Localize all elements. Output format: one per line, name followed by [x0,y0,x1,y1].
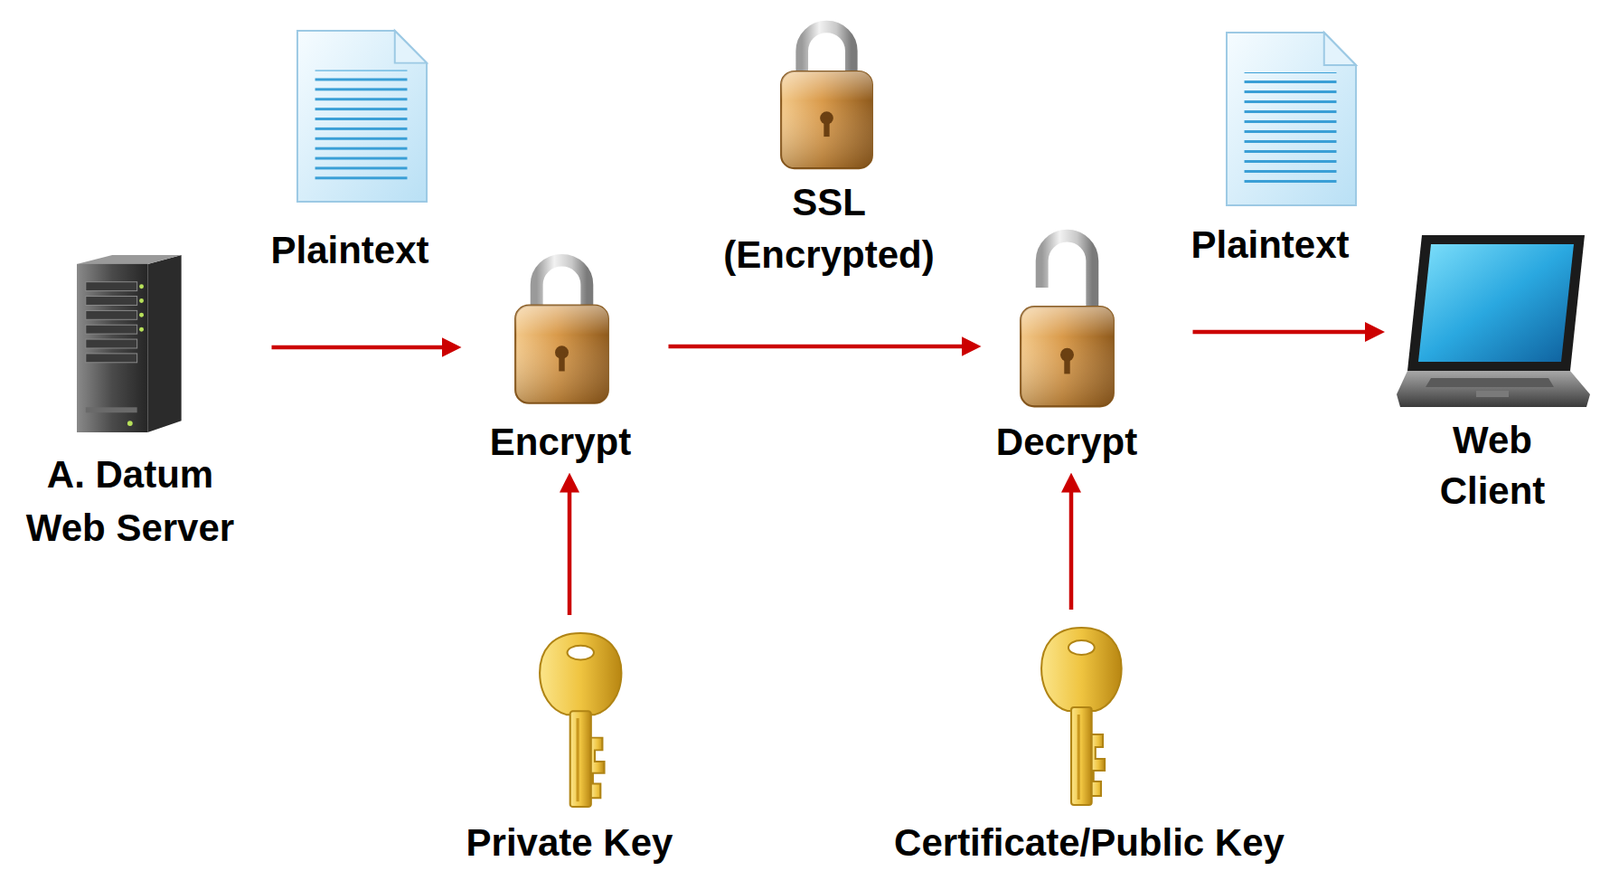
plaintext-document [297,30,427,202]
node-label: Decrypt [995,417,1139,468]
plaintext-label: Plaintext [269,225,431,276]
plaintext-document [1226,32,1356,206]
node-label: Private Key [465,820,675,865]
arrow-connector [567,490,573,615]
encrypt-step: Encrypt [489,243,633,468]
arrow-connector [1193,329,1368,335]
ssl-label: SSL (Encrypted) [722,176,936,282]
node-label: A. Datum Web Server [25,448,236,556]
arrow-connector [1069,490,1074,610]
laptop-icon [1396,235,1591,407]
ssl-lock [781,27,873,170]
arrow-connector [668,344,964,349]
node-label: Web Client [1439,414,1547,517]
plaintext-label: Plaintext [1189,220,1351,271]
decrypt-lock [1020,235,1114,407]
public-key-icon [1041,627,1122,805]
server-icon [76,254,182,433]
encrypt-lock [515,260,609,404]
public-key: Certificate/Public Key [893,627,1286,865]
private-key-icon [539,632,622,807]
node-label: Certificate/Public Key [893,820,1286,865]
private-key: Private Key [465,632,675,865]
decrypt-step: Decrypt [995,224,1139,468]
web-server: A. Datum Web Server [25,254,236,556]
arrow-connector [272,345,444,350]
web-client: Web Client [1393,235,1591,517]
node-label: Encrypt [489,417,633,468]
